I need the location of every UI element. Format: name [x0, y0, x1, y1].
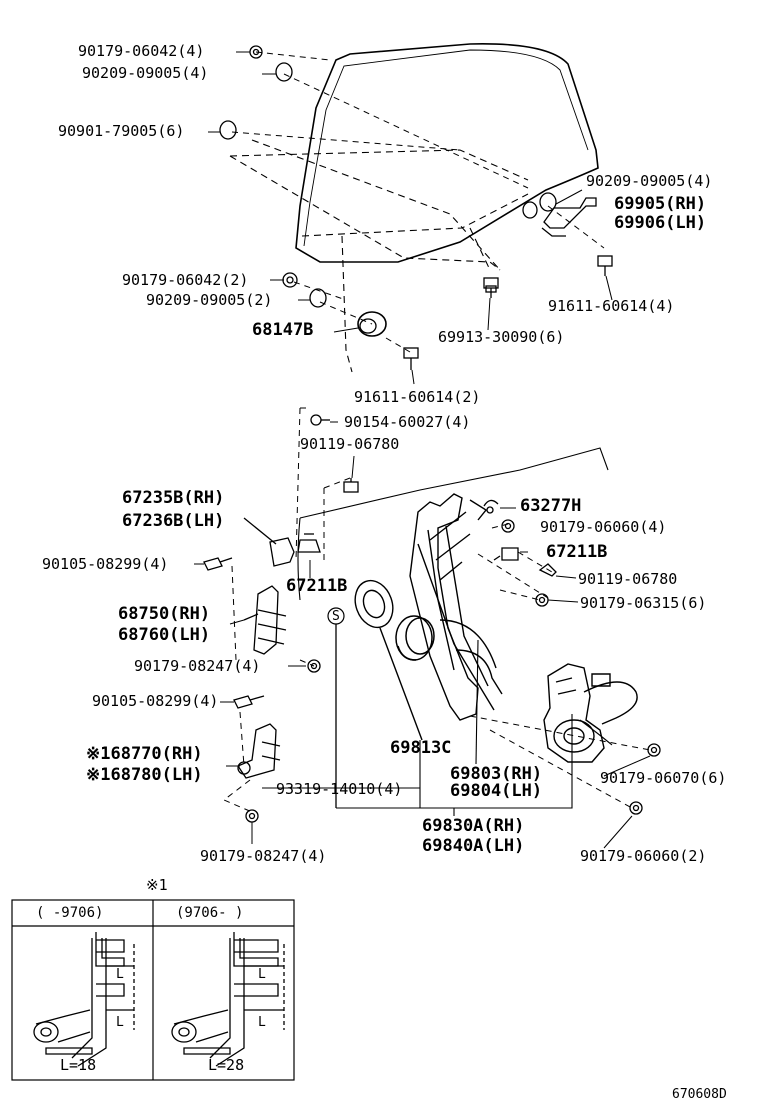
label-90179-06042-2: 90179-06042(2) [122, 271, 249, 289]
label-68770-rh: ※168770(RH) [86, 744, 203, 764]
label-69813c: 69813C [390, 738, 452, 758]
assembly-bracket-lines [262, 639, 573, 816]
label-69840a-lh: 69840A(LH) [422, 836, 525, 856]
label-90119-06780-b: 90119-06780 [578, 570, 678, 588]
plate-69813c [354, 579, 423, 741]
label-90179-06060-4: 90179-06060(4) [540, 518, 667, 536]
label-67211b-right: 67211B [546, 542, 608, 562]
label-90179-06070: 90179-06070(6) [600, 769, 727, 787]
label-90154-60027: 90154-60027(4) [344, 413, 471, 431]
label-91611-60614-2: 91611-60614(2) [354, 388, 481, 406]
inset-right-header: (9706- ) [176, 905, 244, 921]
inset-left-value: L=18 [60, 1056, 97, 1074]
inset-right-value: L=28 [208, 1056, 245, 1074]
figure-id: 670608D [672, 1087, 727, 1102]
label-90105-08299-4b: 90105-08299(4) [92, 692, 219, 710]
label-68147b: 68147B [252, 320, 314, 340]
label-69913-30090: 69913-30090(6) [438, 328, 565, 346]
fasteners-middle [203, 414, 661, 823]
inset-hinge-early [33, 932, 135, 1067]
fasteners-upper [219, 45, 613, 370]
leader-lines-upper [231, 51, 605, 353]
window-regulator [409, 493, 503, 721]
label-90209-09005-4a: 90209-09005(4) [82, 64, 209, 82]
label-90119-06780-a: 90119-06780 [300, 435, 400, 453]
label-leaders [194, 51, 651, 849]
label-63277h: 63277H [520, 496, 582, 516]
hinge-68770 [237, 723, 281, 779]
label-69906-lh: 69906(LH) [614, 213, 707, 233]
label-90901-79005: 90901-79005(6) [58, 122, 185, 140]
hinge-68750 [243, 585, 287, 655]
s-marker-label: S [332, 609, 340, 624]
label-90179-06315: 90179-06315(6) [580, 594, 707, 612]
inset-left-dim-bottom: L [116, 1015, 124, 1030]
label-67211b-left: 67211B [286, 576, 348, 596]
label-67236b-lh: 67236B(LH) [122, 511, 225, 531]
label-90179-06042-4: 90179-06042(4) [78, 42, 205, 60]
bracket-67235b [243, 517, 295, 567]
clip-67211b-left [297, 533, 321, 553]
label-90105-08299-4a: 90105-08299(4) [42, 555, 169, 573]
label-90179-08247-4b: 90179-08247(4) [200, 847, 327, 865]
label-91611-60614-4: 91611-60614(4) [548, 297, 675, 315]
label-68750-rh: 68750(RH) [118, 604, 211, 624]
inset-left-header: ( -9706) [36, 905, 104, 921]
label-90209-09005-4b: 90209-09005(4) [586, 172, 713, 190]
label-69905-rh: 69905(RH) [614, 194, 707, 214]
label-69804-lh: 69804(LH) [450, 781, 543, 801]
s-marker [327, 607, 345, 808]
label-90179-08247-4a: 90179-08247(4) [134, 657, 261, 675]
regulator-motor [543, 663, 638, 763]
regulator-drum [395, 615, 435, 661]
inset-hinge-late [171, 932, 285, 1067]
label-69803-rh: 69803(RH) [450, 764, 543, 784]
label-69830a-rh: 69830A(RH) [422, 816, 525, 836]
label-90179-06060-2: 90179-06060(2) [580, 847, 707, 865]
label-68780-lh: ※168780(LH) [86, 765, 203, 785]
inset-right-dim-top: L [258, 967, 266, 982]
label-67235b-rh: 67235B(RH) [122, 488, 225, 508]
label-93319-14010: 93319-14010(4) [276, 780, 403, 798]
label-90209-09005-2: 90209-09005(2) [146, 291, 273, 309]
revision-inset [11, 899, 295, 1081]
glass-channel-outline [229, 139, 529, 373]
inset-right-dim-bottom: L [258, 1015, 266, 1030]
leader-lines-middle [223, 407, 651, 813]
door-glass [295, 43, 599, 263]
label-68760-lh: 68760(LH) [118, 625, 211, 645]
inset-left-dim-top: L [116, 967, 124, 982]
note-marker: ※1 [146, 876, 168, 894]
